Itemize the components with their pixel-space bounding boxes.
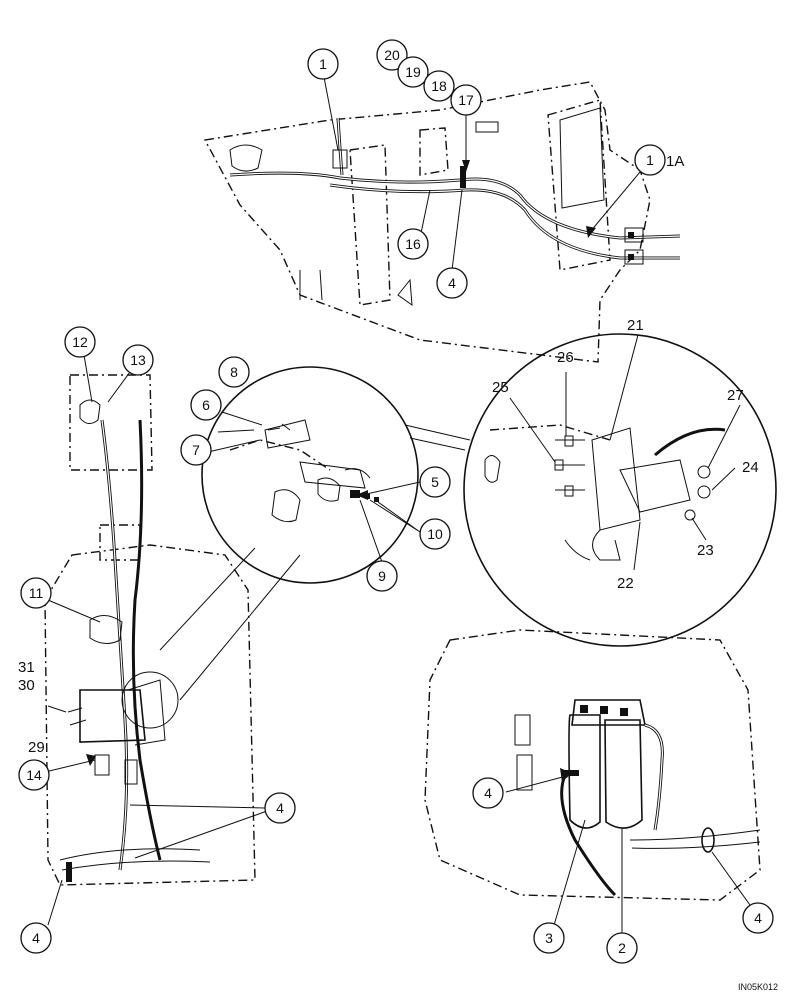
callout-10: 10 — [419, 518, 451, 550]
svg-text:1: 1 — [319, 56, 327, 72]
callout-24: 24 — [742, 459, 759, 476]
callout-leaders — [44, 71, 756, 942]
magnifier-leader-left-2 — [179, 554, 301, 701]
magnifier-leader-mid-2 — [409, 437, 466, 451]
callout-4-top: 4 — [436, 267, 468, 299]
middle-detail-circle — [201, 366, 419, 584]
svg-text:16: 16 — [405, 236, 421, 252]
bottom-filter-assembly — [424, 629, 761, 901]
svg-text:6: 6 — [202, 397, 210, 413]
left-tank-assembly — [44, 374, 256, 886]
callout-20: 20 — [376, 39, 408, 71]
figure-id: IN05K012 — [738, 982, 778, 992]
callout-4-left-bottom: 4 — [20, 922, 52, 954]
magnifier-leader-left — [159, 547, 256, 651]
callout-12: 12 — [64, 326, 96, 358]
svg-text:13: 13 — [130, 352, 146, 368]
callout-22: 22 — [617, 575, 634, 592]
callout-3: 3 — [533, 922, 565, 954]
right-detail-circle — [463, 333, 777, 647]
svg-text:8: 8 — [230, 364, 238, 380]
callout-1A-suffix: 1A — [666, 153, 684, 170]
callout-17: 17 — [450, 84, 482, 116]
svg-text:17: 17 — [458, 92, 474, 108]
callout-11: 11 — [20, 577, 52, 609]
svg-text:5: 5 — [431, 474, 439, 490]
top-frame-assembly — [203, 81, 681, 363]
magnifier-leader-mid-1 — [404, 424, 471, 441]
svg-text:7: 7 — [192, 442, 200, 458]
svg-text:19: 19 — [405, 64, 421, 80]
callout-1-top-left: 1 — [307, 48, 339, 80]
callout-8: 8 — [218, 356, 250, 388]
svg-text:11: 11 — [29, 585, 44, 601]
svg-text:3: 3 — [545, 930, 553, 946]
callout-4-left-right: 4 — [264, 792, 296, 824]
callout-4-bottom-right: 4 — [742, 902, 774, 934]
svg-text:10: 10 — [427, 526, 443, 542]
callout-27: 27 — [727, 387, 744, 404]
svg-text:2: 2 — [618, 940, 626, 956]
callout-19: 19 — [397, 56, 429, 88]
detail-circle-small — [121, 671, 179, 729]
svg-text:4: 4 — [276, 800, 284, 816]
callout-2: 2 — [606, 932, 638, 964]
callout-5: 5 — [419, 466, 451, 498]
callout-25: 25 — [492, 379, 509, 396]
callout-21: 21 — [627, 317, 644, 334]
svg-text:14: 14 — [26, 767, 42, 783]
svg-text:1: 1 — [646, 152, 654, 168]
callout-7: 7 — [180, 434, 212, 466]
svg-text:20: 20 — [384, 47, 400, 63]
svg-text:12: 12 — [72, 334, 88, 350]
svg-text:18: 18 — [431, 78, 447, 94]
svg-text:4: 4 — [754, 910, 762, 926]
callout-6: 6 — [190, 389, 222, 421]
callout-9: 9 — [366, 560, 398, 592]
svg-text:4: 4 — [32, 930, 40, 946]
callout-29: 29 — [28, 739, 45, 756]
svg-text:4: 4 — [484, 785, 492, 801]
svg-text:4: 4 — [448, 275, 456, 291]
svg-text:9: 9 — [378, 568, 386, 584]
callout-31: 31 — [18, 659, 35, 676]
callout-1-top-right: 1 — [634, 144, 666, 176]
callout-30: 30 — [18, 677, 35, 694]
callout-13: 13 — [122, 344, 154, 376]
callout-18: 18 — [423, 70, 455, 102]
callout-26: 26 — [557, 349, 574, 366]
callout-14: 14 — [18, 759, 50, 791]
callout-16: 16 — [397, 228, 429, 260]
callout-23: 23 — [697, 542, 714, 559]
callout-4-bottom-left: 4 — [472, 777, 504, 809]
